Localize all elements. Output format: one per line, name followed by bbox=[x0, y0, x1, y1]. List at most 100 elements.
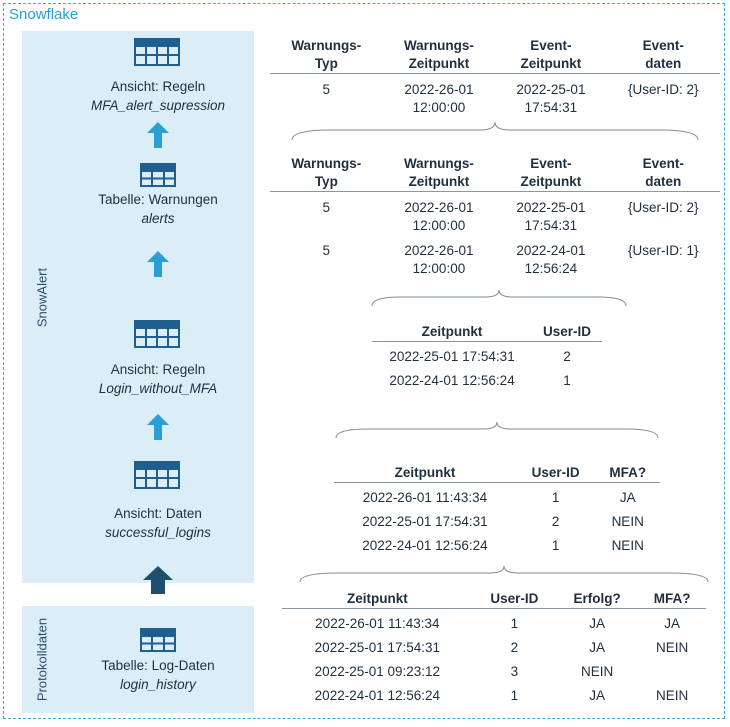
table-cell: 1 bbox=[563, 373, 571, 388]
table-cell: NEIN bbox=[611, 514, 644, 529]
table-cell: 1 bbox=[510, 688, 519, 703]
column-header: Zeitpunkt bbox=[372, 323, 533, 342]
table-row: 2022-24-01 12:56:24 1 JA NEIN bbox=[282, 681, 706, 705]
node-login-history: Tabelle: Log-Daten login_history bbox=[68, 656, 248, 694]
column-header: User-ID bbox=[515, 464, 596, 483]
node-title: Tabelle: Warnungen bbox=[98, 192, 218, 207]
up-arrow-icon bbox=[147, 251, 169, 277]
column-header: Zeitpunkt bbox=[334, 464, 516, 483]
table-cell: JA bbox=[589, 640, 606, 655]
node-subtitle: Login_without_MFA bbox=[98, 381, 218, 396]
snowalert-panel bbox=[22, 31, 254, 583]
view-grid-icon bbox=[134, 320, 180, 348]
node-subtitle: alerts bbox=[141, 211, 175, 226]
node-successful-logins: Ansicht: Daten successful_logins bbox=[68, 504, 248, 542]
column-header: Event-Zeitpunkt bbox=[495, 37, 607, 74]
protokoll-panel bbox=[22, 606, 254, 713]
table-cell: 5 bbox=[322, 243, 331, 258]
column-header: User-ID bbox=[532, 323, 602, 342]
table-cell: 2 bbox=[510, 640, 519, 655]
node-subtitle: successful_logins bbox=[105, 525, 211, 540]
table-cell: 2022-24-01 12:56:24 bbox=[314, 688, 441, 703]
up-arrow-icon bbox=[147, 122, 169, 148]
column-header: Event-Zeitpunkt bbox=[495, 155, 607, 192]
column-header: Event-daten bbox=[606, 155, 720, 192]
table-cell: {User-ID: 1} bbox=[628, 243, 699, 258]
brace bbox=[335, 421, 659, 439]
table-cell: 2022-26-01 11:43:34 bbox=[362, 490, 488, 505]
node-title: Ansicht: Daten bbox=[114, 506, 202, 521]
column-header: Erfolg? bbox=[556, 590, 639, 609]
view-grid-icon bbox=[134, 38, 180, 66]
column-header: Warnungs-Typ bbox=[270, 155, 383, 192]
table-row: 2022-25-01 17:54:31 2 NEIN bbox=[334, 507, 660, 531]
table-cell: {User-ID: 2} bbox=[628, 82, 699, 97]
column-header: Warnungs-Typ bbox=[270, 37, 383, 74]
table-cell: 2022-24-01 12:56:24 bbox=[362, 538, 488, 553]
protokoll-label: Protokolldaten bbox=[34, 617, 50, 702]
table-cell: 2 bbox=[563, 349, 571, 364]
container-title: Snowflake bbox=[9, 6, 79, 23]
snowflake-container bbox=[3, 3, 725, 719]
column-header: Warnungs-Zeitpunkt bbox=[382, 37, 496, 74]
table-row: 2022-26-01 11:43:34 1 JA JA bbox=[282, 609, 706, 634]
up-arrow-icon bbox=[147, 414, 169, 440]
table-cell: 5 bbox=[322, 82, 331, 97]
table-cell: JA bbox=[589, 616, 606, 631]
table-row: 2022-25-01 17:54:31 2 bbox=[372, 342, 602, 367]
table-cell: NEIN bbox=[656, 688, 689, 703]
table-cell: NEIN bbox=[581, 664, 614, 679]
node-subtitle: MFA_alert_supression bbox=[90, 98, 226, 113]
column-header: MFA? bbox=[638, 590, 706, 609]
table-cell: NEIN bbox=[656, 640, 689, 655]
table-cell: JA bbox=[619, 490, 636, 505]
node-login-without-mfa: Ansicht: Regeln Login_without_MFA bbox=[68, 360, 248, 398]
table-cell: 1 bbox=[510, 616, 519, 631]
node-alerts: Tabelle: Warnungen alerts bbox=[68, 190, 248, 228]
table-row: 2022-24-01 12:56:24 1 NEIN bbox=[334, 531, 660, 555]
table-cell: 3 bbox=[510, 664, 519, 679]
node-title: Tabelle: Log-Daten bbox=[101, 658, 215, 673]
table-cell: 2 bbox=[551, 514, 560, 529]
brace bbox=[291, 121, 699, 141]
up-arrow-icon bbox=[143, 566, 173, 594]
column-header: User-ID bbox=[472, 590, 557, 609]
table-cell bbox=[638, 657, 706, 681]
table-cell: JA bbox=[664, 616, 681, 631]
column-header: Zeitpunkt bbox=[282, 590, 473, 609]
node-subtitle: login_history bbox=[120, 677, 196, 692]
table-grid-icon bbox=[140, 628, 176, 652]
table-cell: NEIN bbox=[611, 538, 644, 553]
table-cell: 2022-26-01 11:43:34 bbox=[315, 616, 440, 631]
table-cell: 2022-25-01 17:54:31 bbox=[362, 514, 488, 529]
table-cell: 2022-25-01 17:54:31 bbox=[389, 349, 515, 364]
table-grid-icon bbox=[140, 163, 176, 187]
table-row: 2022-26-01 11:43:34 1 JA bbox=[334, 483, 660, 508]
snowalert-label: SnowAlert bbox=[34, 267, 50, 328]
node-title: Ansicht: Regeln bbox=[110, 79, 206, 94]
table-cell: 1 bbox=[551, 538, 560, 553]
table-cell: 1 bbox=[551, 490, 560, 505]
column-header: MFA? bbox=[595, 464, 660, 483]
column-header: Event-daten bbox=[606, 37, 720, 74]
table-cell: 5 bbox=[322, 200, 331, 215]
node-mfa-alert-supression: Ansicht: Regeln MFA_alert_supression bbox=[68, 77, 248, 115]
table-cell: JA bbox=[589, 688, 606, 703]
